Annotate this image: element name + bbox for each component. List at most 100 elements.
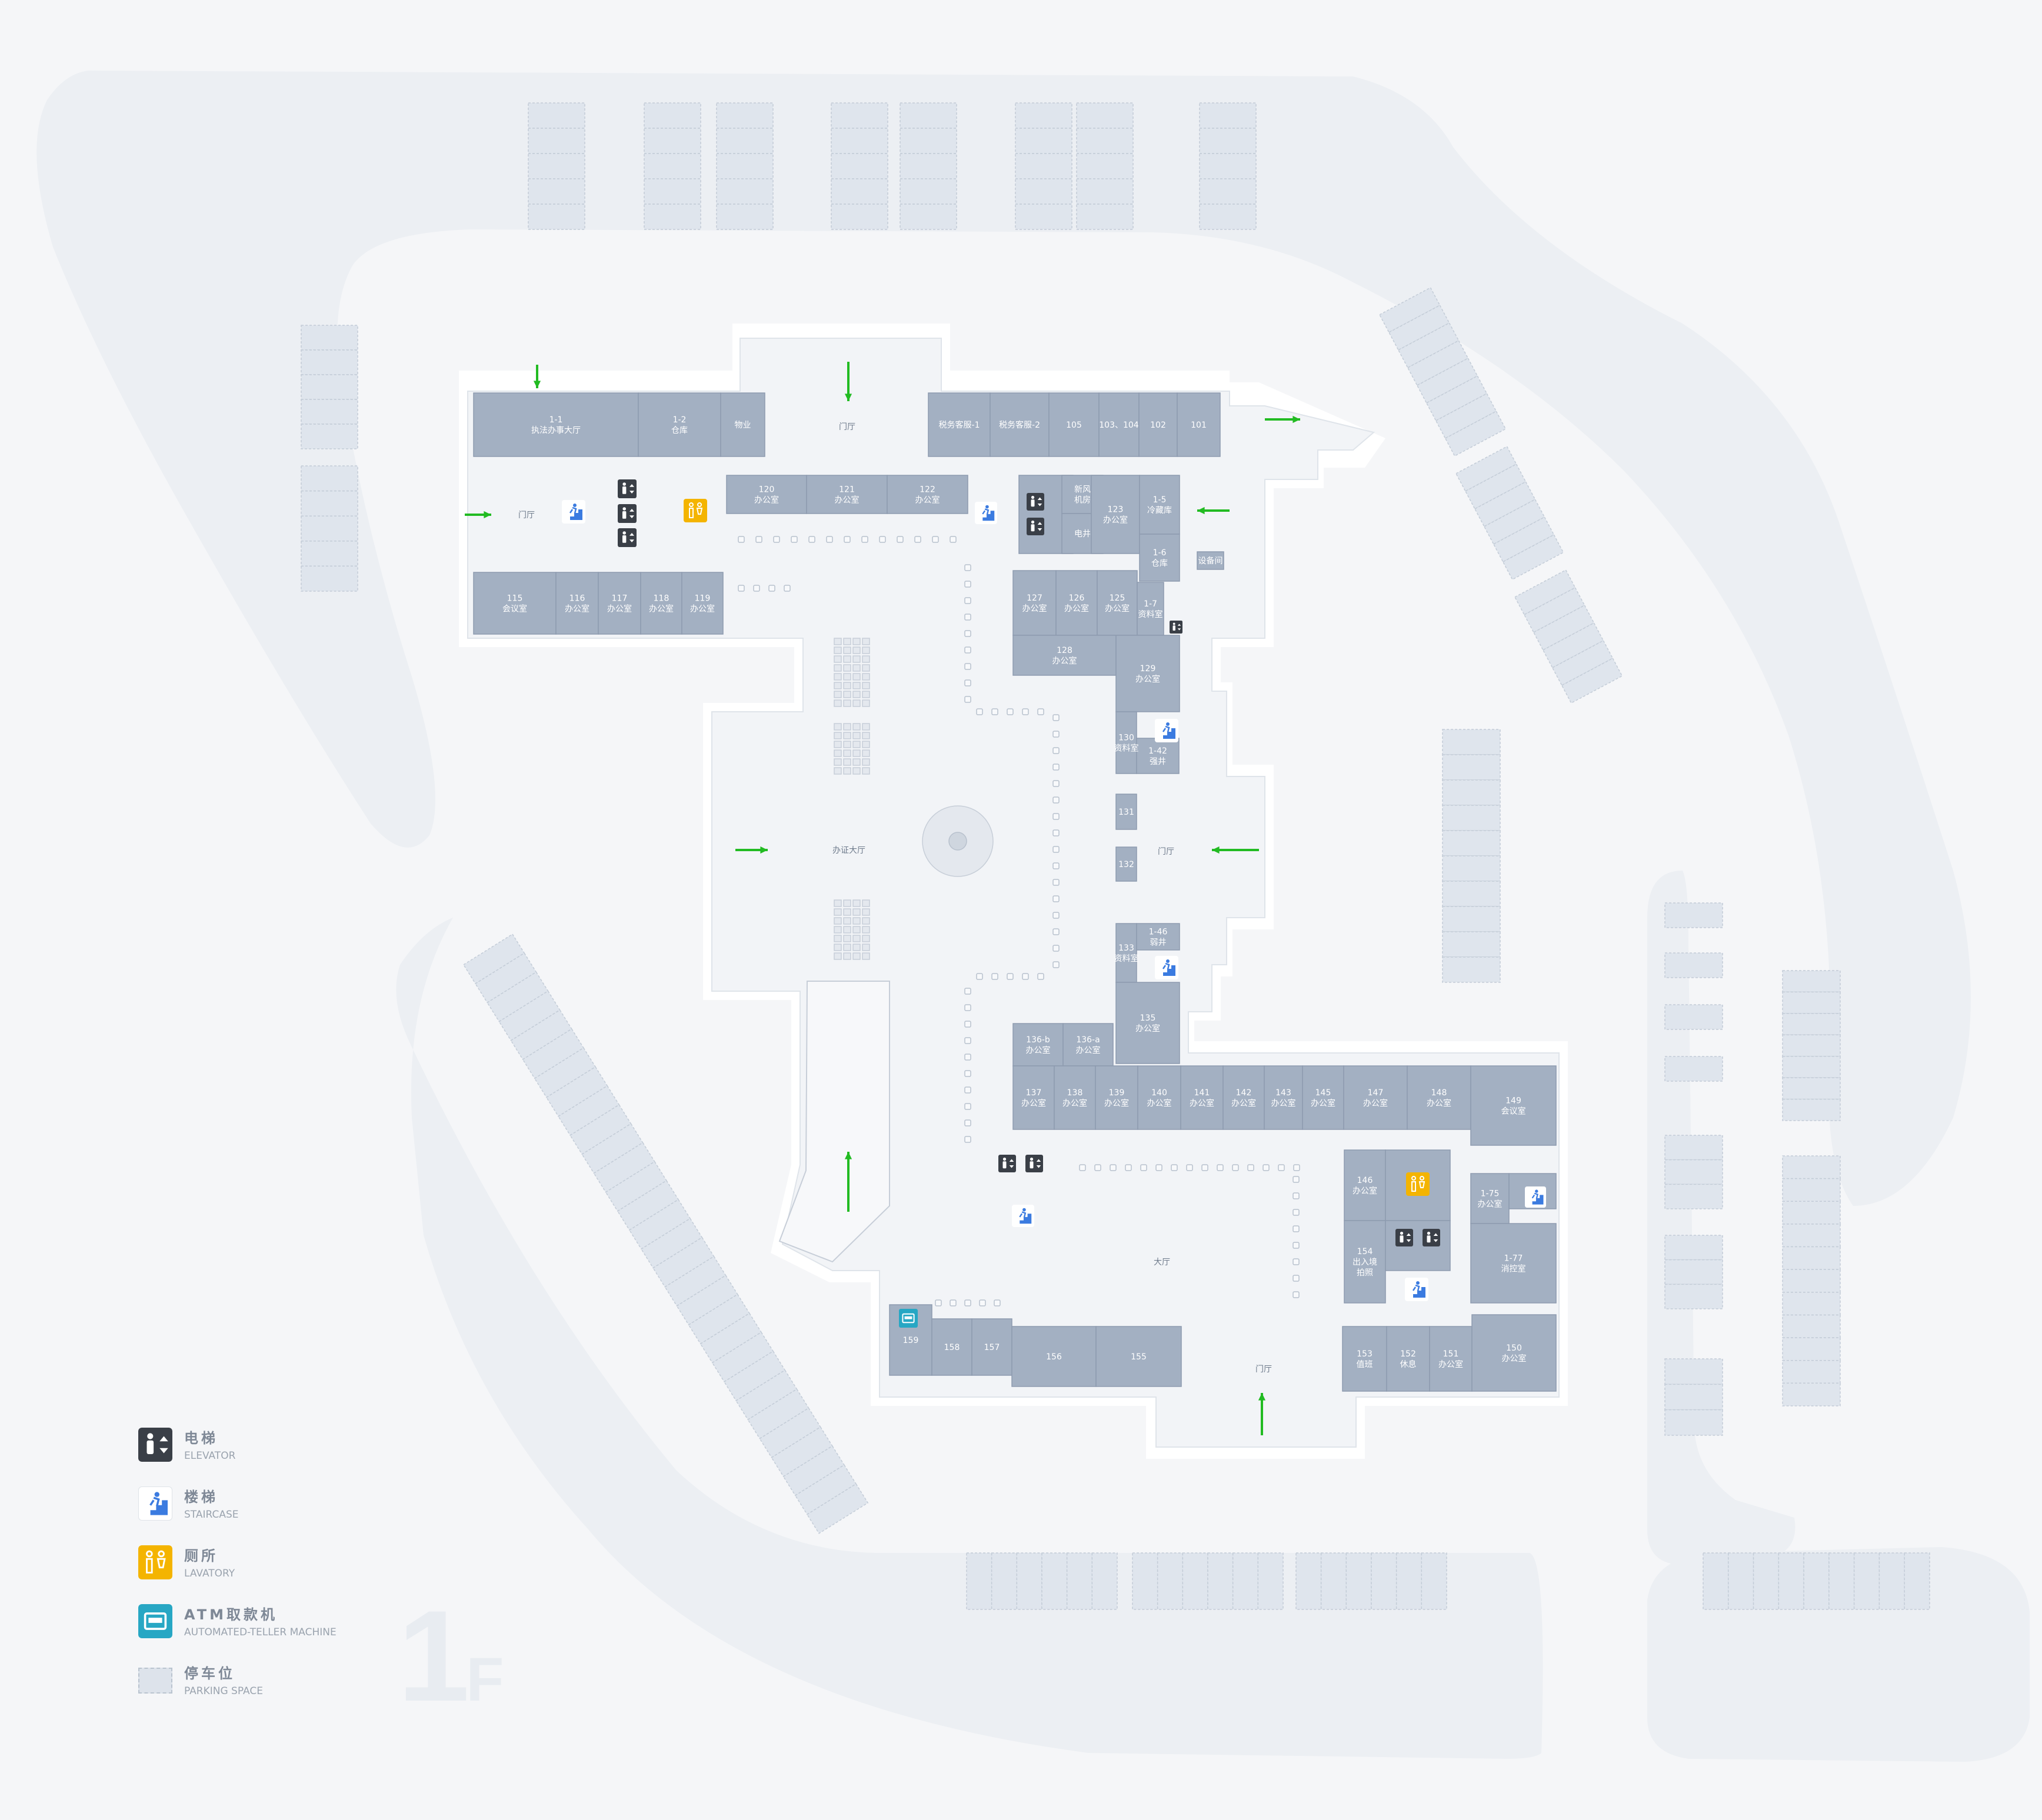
room-r117 [598, 572, 641, 635]
counter-seat [1079, 1164, 1086, 1171]
waiting-seat [852, 935, 861, 942]
parking-space [1878, 1552, 1905, 1610]
parking-row-north [716, 102, 774, 230]
counter-seat [1052, 764, 1060, 771]
counter-seat [950, 536, 957, 543]
parking-space [1132, 1552, 1158, 1610]
parking-space [1753, 1552, 1780, 1610]
waiting-seat [843, 655, 851, 663]
counter-seat [1052, 747, 1060, 754]
parking-row-north [900, 102, 957, 230]
parking-space [966, 1552, 992, 1610]
counter-seat [1232, 1164, 1239, 1171]
staircase-icon [1012, 1205, 1034, 1227]
atm-icon [899, 1309, 918, 1328]
waiting-seat [834, 638, 842, 645]
room-r136b [1012, 1023, 1064, 1066]
parking-space [301, 515, 358, 542]
room-label: 设备间 [1198, 556, 1223, 566]
parking-space [528, 204, 585, 230]
parking-space [1782, 1359, 1841, 1384]
counter-seat [1110, 1164, 1117, 1171]
waiting-seat [862, 917, 870, 925]
room-label: 105 [1066, 421, 1082, 430]
room-r1_5 [1139, 475, 1180, 535]
parking-space [528, 102, 585, 129]
room-r152 [1386, 1326, 1430, 1392]
counter-seat [753, 585, 760, 592]
counter-seat [964, 663, 971, 670]
room [1385, 1220, 1451, 1271]
atm-icon [138, 1604, 172, 1638]
parking-row-north [831, 102, 888, 230]
room-r136a [1062, 1023, 1114, 1066]
waiting-seat [862, 741, 870, 748]
parking-space [716, 153, 774, 179]
parking-space [1076, 204, 1134, 230]
room-r1_7 [1137, 582, 1164, 636]
parking-row-far-east [1782, 970, 1841, 1121]
counter-seat [808, 536, 815, 543]
room-label: 132 [1118, 860, 1134, 869]
parking-space [1782, 1178, 1841, 1202]
lavatory-icon [684, 499, 707, 522]
room-r153 [1342, 1326, 1387, 1392]
counter-seat [1247, 1164, 1254, 1171]
counter-seat [964, 581, 971, 588]
counter-seat [964, 630, 971, 637]
counter-seat [1052, 780, 1060, 787]
waiting-seat [834, 749, 842, 757]
counter-seat [964, 1136, 971, 1143]
parking-space [1664, 1259, 1723, 1285]
parking-row-west [301, 325, 358, 449]
parking-row-east2 [1664, 902, 1723, 928]
counter-seat [861, 536, 868, 543]
waiting-seat [834, 899, 842, 907]
legend-zh: ATM取款机 [184, 1606, 278, 1623]
parking-row-north-east [1514, 569, 1623, 704]
parking-space [716, 102, 774, 129]
counter-seat [738, 536, 745, 543]
parking-space [1442, 779, 1501, 806]
parking-space [1703, 1552, 1729, 1610]
parking-space [644, 178, 701, 205]
parking-space [991, 1552, 1018, 1610]
counter-seat [1037, 973, 1044, 980]
room-r116 [555, 572, 599, 635]
parking-row-east [1442, 729, 1501, 983]
parking-space [1295, 1552, 1322, 1610]
legend-en: LAVATORY [184, 1568, 235, 1579]
floor-number: 1F [398, 1591, 504, 1721]
room-label: 新风机房 [1074, 485, 1091, 505]
counter-seat [991, 708, 998, 715]
entrance-arrow [465, 511, 491, 519]
waiting-seat [852, 638, 861, 645]
parking-space [1015, 153, 1072, 179]
entrance-arrow [1212, 846, 1259, 854]
parking-space [831, 128, 888, 154]
counter-seat [1293, 1192, 1300, 1199]
waiting-seat [862, 723, 870, 731]
counter-seat [1262, 1164, 1270, 1171]
parking-space [831, 102, 888, 129]
parking-space [1076, 178, 1134, 205]
parking-space [1015, 128, 1072, 154]
room-r1_1 [473, 392, 639, 457]
parking-space [528, 178, 585, 205]
room-r145 [1302, 1065, 1344, 1130]
waiting-seat [862, 944, 870, 951]
parking-space [1782, 1382, 1841, 1406]
parking-space [1455, 445, 1517, 492]
room-r1_2 [638, 392, 721, 457]
